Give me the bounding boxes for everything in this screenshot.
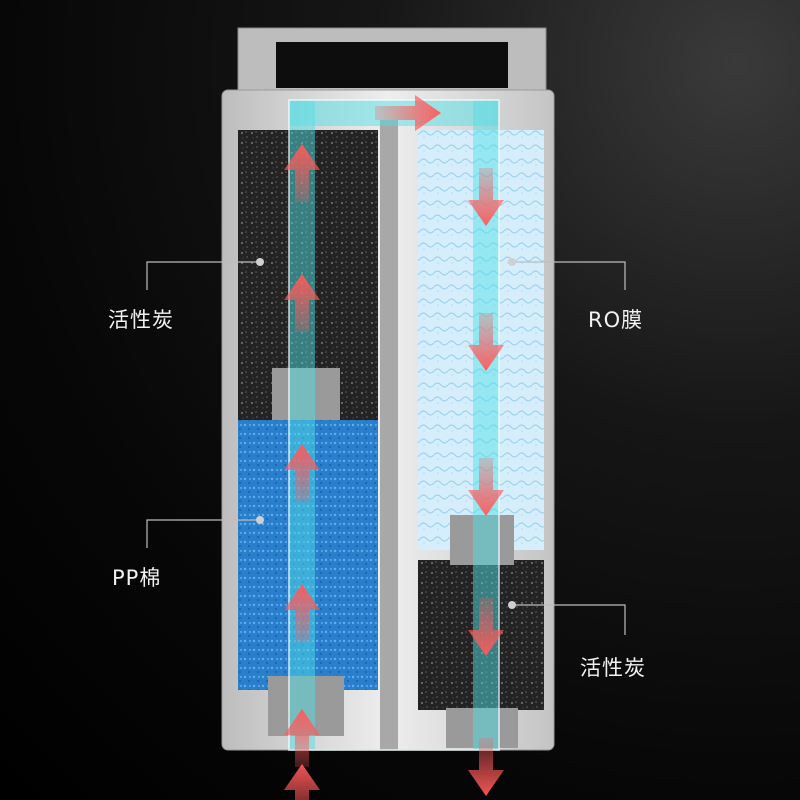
flow-arrow-down-icon [468,458,504,516]
callout-lines [146,258,626,635]
flow-arrow-up-icon [284,584,320,642]
flow-arrow-right-icon [375,95,441,131]
flow-arrow-up-icon [284,144,320,202]
label-ro-membrane: RO膜 [588,308,644,332]
label-pp-cotton: PP棉 [112,566,162,590]
flow-arrow-up-icon [284,444,320,502]
flow-arrows [284,95,504,800]
flow-arrow-up-icon [284,764,320,800]
label-carbon-bottom-right: 活性炭 [580,656,646,680]
flow-arrow-down-icon [468,598,504,656]
flow-arrow-down-icon [468,168,504,226]
flow-arrow-down-icon [468,738,504,796]
top-connector [237,27,547,95]
label-carbon-top-left: 活性炭 [108,308,174,332]
flow-arrow-down-icon [468,313,504,371]
flow-arrow-up-icon [284,274,320,332]
flow-arrow-up-icon [284,709,320,767]
